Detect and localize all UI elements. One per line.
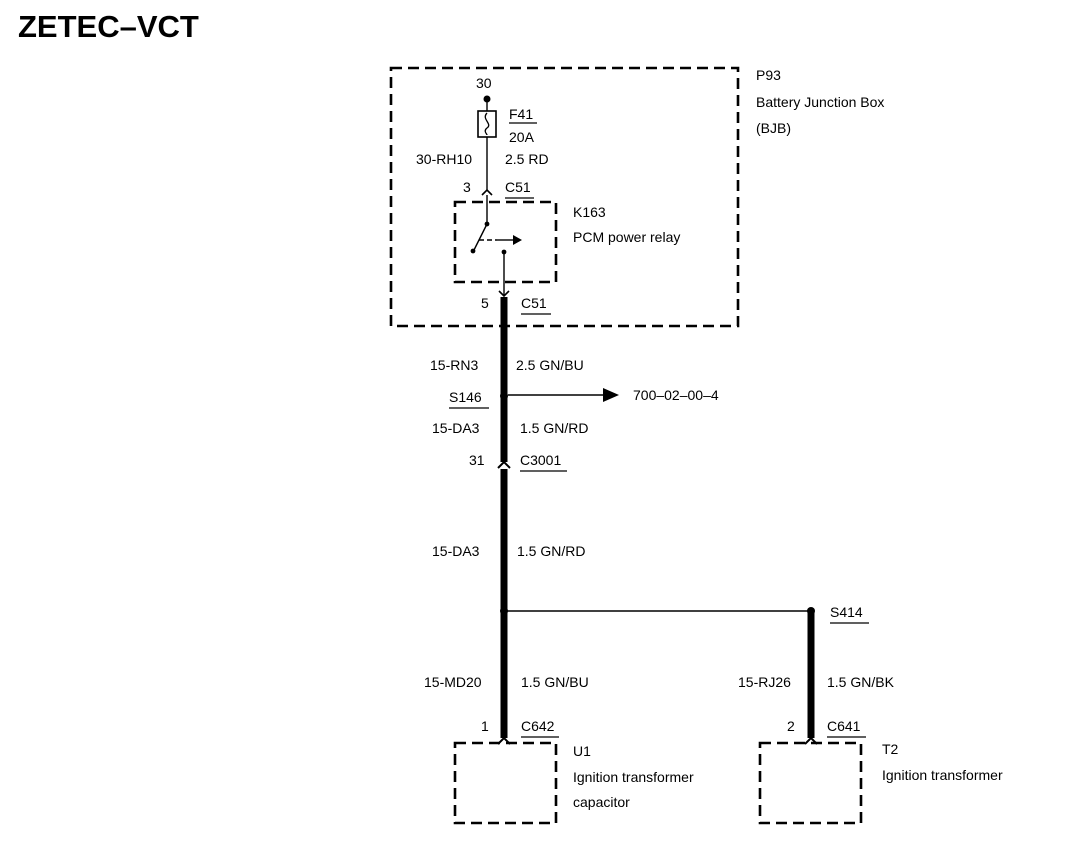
t2-name: Ignition transformer: [882, 767, 1003, 783]
wire-15-rn3-circuit: 15-RN3: [430, 357, 478, 373]
relay-id: K163: [573, 204, 606, 220]
t2-id: T2: [882, 741, 899, 757]
fuse-id: F41: [509, 106, 533, 122]
u1-id: U1: [573, 743, 591, 759]
splice-s146-arrow-icon: [603, 388, 619, 402]
wire-15-rj26-spec: 1.5 GN/BK: [827, 674, 895, 690]
relay-output-connector-icon: [498, 290, 510, 298]
relay-switch-arm-icon: [473, 223, 488, 251]
splice-s146-reference: 700–02–00–4: [633, 387, 719, 403]
relay-name: PCM power relay: [573, 229, 680, 245]
c3001-label: C3001: [520, 452, 561, 468]
splice-s146-label: S146: [449, 389, 482, 405]
relay-pin-out: 5: [481, 295, 489, 311]
u1-pin: 1: [481, 718, 489, 734]
bjb-name: Battery Junction Box: [756, 94, 884, 110]
t2-pin: 2: [787, 718, 795, 734]
relay-connector-top: C51: [505, 179, 531, 195]
relay-input-connector-icon: [481, 188, 493, 196]
u1-component-box: [453, 741, 558, 825]
wire-15-md20-spec: 1.5 GN/BU: [521, 674, 589, 690]
relay-outline: [453, 200, 558, 284]
bjb-id: P93: [756, 67, 781, 83]
wire-15-da3-lower-circuit: 15-DA3: [432, 543, 480, 559]
wire-15-da3-upper-spec: 1.5 GN/RD: [520, 420, 588, 436]
fuse-rating: 20A: [509, 129, 535, 145]
relay-contact-open-dot: [470, 248, 476, 254]
relay-coil-arrow-icon: [513, 235, 522, 245]
fuse-terminal-label: 30: [476, 75, 492, 91]
u1-connector: C642: [521, 718, 555, 734]
u1-name-line1: Ignition transformer: [573, 769, 694, 785]
c3001-connector-icon: [497, 460, 511, 469]
u1-name-line2: capacitor: [573, 794, 630, 810]
t2-connector: C641: [827, 718, 861, 734]
wire-15-da3-lower-spec: 1.5 GN/RD: [517, 543, 585, 559]
wire-30-rh10-spec: 2.5 RD: [505, 151, 549, 167]
wire-15-da3-upper-circuit: 15-DA3: [432, 420, 480, 436]
splice-s414-label: S414: [830, 604, 863, 620]
t2-component-box: [758, 741, 863, 825]
diagram-title: ZETEC–VCT: [18, 9, 199, 44]
relay-pin-in: 3: [463, 179, 471, 195]
wire-15-rn3-spec: 2.5 GN/BU: [516, 357, 584, 373]
wire-15-md20-circuit: 15-MD20: [424, 674, 482, 690]
wire-30-rh10-circuit: 30-RH10: [416, 151, 472, 167]
fuse-body: [477, 110, 497, 138]
bjb-outline: [389, 66, 740, 328]
fuse-element-icon: [484, 112, 490, 136]
c3001-pin: 31: [469, 452, 485, 468]
wire-15-rj26-circuit: 15-RJ26: [738, 674, 791, 690]
bjb-abbrev: (BJB): [756, 120, 791, 136]
relay-connector-bottom: C51: [521, 295, 547, 311]
